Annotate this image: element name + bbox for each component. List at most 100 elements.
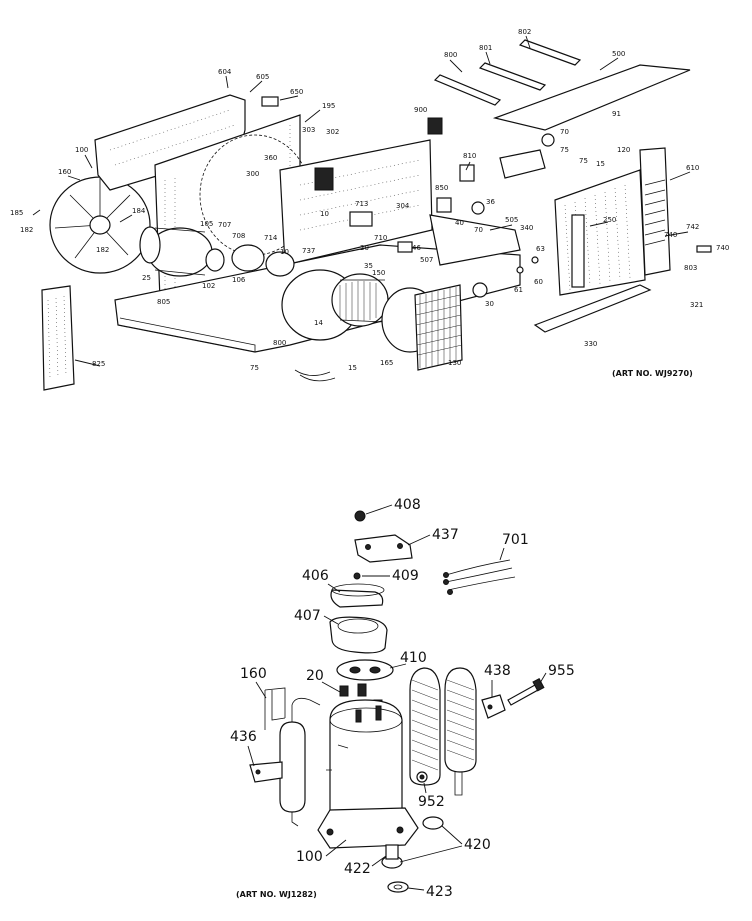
svg-text:952: 952: [418, 794, 445, 810]
svg-text:408: 408: [394, 497, 421, 513]
svg-text:423: 423: [426, 884, 453, 900]
svg-text:184: 184: [132, 207, 146, 215]
svg-text:304: 304: [396, 202, 410, 210]
svg-text:40: 40: [455, 219, 464, 227]
clip-438: [481, 694, 506, 719]
svg-text:742: 742: [686, 223, 699, 231]
svg-text:605: 605: [256, 73, 269, 81]
svg-text:100: 100: [75, 146, 88, 154]
svg-text:91: 91: [612, 110, 621, 118]
svg-text:130: 130: [448, 359, 461, 367]
svg-text:63: 63: [536, 245, 545, 253]
svg-text:422: 422: [344, 861, 371, 877]
motor-mount: [205, 244, 295, 277]
terminal-cover-406: [330, 583, 385, 608]
accumulator: [279, 697, 321, 827]
svg-text:46: 46: [412, 244, 421, 252]
svg-text:20: 20: [360, 244, 369, 252]
svg-text:803: 803: [684, 264, 697, 272]
svg-text:250: 250: [603, 216, 616, 224]
fan-blade: [49, 176, 151, 274]
svg-text:360: 360: [264, 154, 277, 162]
svg-text:800: 800: [273, 339, 286, 347]
svg-text:160: 160: [58, 168, 71, 176]
svg-text:406: 406: [302, 568, 329, 584]
svg-text:507: 507: [420, 256, 433, 264]
svg-text:20: 20: [306, 668, 324, 684]
svg-text:340: 340: [520, 224, 533, 232]
svg-text:10: 10: [320, 210, 329, 218]
svg-text:61: 61: [514, 286, 523, 294]
top-cover: [492, 64, 691, 131]
nut-408: [354, 510, 366, 522]
wire-harness-701: [443, 559, 516, 595]
svg-text:500: 500: [612, 50, 625, 58]
svg-text:505: 505: [505, 216, 518, 224]
svg-text:850: 850: [435, 184, 448, 192]
svg-text:955: 955: [548, 663, 575, 679]
svg-text:195: 195: [322, 102, 335, 110]
svg-text:900: 900: [414, 106, 427, 114]
svg-text:407: 407: [294, 608, 321, 624]
gasket-407: [329, 616, 388, 654]
svg-text:330: 330: [584, 340, 597, 348]
svg-text:321: 321: [690, 301, 703, 309]
svg-text:150: 150: [372, 269, 385, 277]
svg-text:420: 420: [464, 837, 491, 853]
mesh-filter: [414, 284, 463, 371]
svg-text:10: 10: [280, 248, 289, 256]
svg-text:182: 182: [20, 226, 33, 234]
nut-952: [416, 771, 428, 783]
small-parts: [261, 96, 712, 382]
top-assembly: 604 605 650 195 303 302 300 360 100 160 …: [10, 28, 729, 391]
svg-text:160: 160: [240, 666, 267, 682]
svg-text:303: 303: [302, 126, 315, 134]
compressor-100: [317, 699, 419, 849]
tube-160: [264, 687, 286, 730]
center-partition: [279, 139, 433, 266]
svg-text:610: 610: [686, 164, 699, 172]
svg-text:75: 75: [250, 364, 259, 372]
base-rail: [533, 284, 652, 333]
svg-text:300: 300: [246, 170, 259, 178]
bottom-part-labels: 408 437 701 406 409 407 410 20 438 955 1…: [230, 497, 575, 900]
side-panel-right: [639, 147, 671, 276]
svg-text:60: 60: [534, 278, 543, 286]
svg-text:15: 15: [348, 364, 357, 372]
svg-text:737: 737: [302, 247, 315, 255]
bottom-art-number: (ART NO. WJ1282): [236, 890, 317, 899]
svg-text:70: 70: [474, 226, 483, 234]
svg-text:302: 302: [326, 128, 339, 136]
control-bracket: [349, 211, 521, 266]
svg-text:15: 15: [596, 160, 605, 168]
svg-text:707: 707: [218, 221, 231, 229]
svg-text:14: 14: [314, 319, 323, 327]
svg-text:710: 710: [374, 234, 387, 242]
top-rails: [433, 39, 582, 106]
svg-text:30: 30: [485, 300, 494, 308]
bottom-assembly: 408 437 701 406 409 407 410 20 438 955 1…: [230, 497, 575, 900]
fan-motor: [139, 226, 213, 277]
svg-text:650: 650: [290, 88, 303, 96]
sleeve-422: [385, 844, 399, 860]
svg-text:409: 409: [392, 568, 419, 584]
svg-text:437: 437: [432, 527, 459, 543]
svg-text:36: 36: [486, 198, 495, 206]
svg-text:436: 436: [230, 729, 257, 745]
terminal-gasket-410: [336, 659, 394, 681]
svg-text:35: 35: [364, 262, 373, 270]
svg-text:701: 701: [502, 532, 529, 548]
muffler-coils: [409, 667, 477, 796]
blower-wheel: [281, 269, 389, 341]
svg-text:25: 25: [142, 274, 151, 282]
svg-text:105: 105: [200, 220, 213, 228]
svg-text:740: 740: [716, 244, 729, 252]
svg-text:810: 810: [463, 152, 476, 160]
svg-text:801: 801: [479, 44, 492, 52]
svg-text:714: 714: [264, 234, 278, 242]
screw-955: [507, 678, 545, 706]
bracket-437: [354, 534, 413, 563]
svg-text:102: 102: [202, 282, 215, 290]
